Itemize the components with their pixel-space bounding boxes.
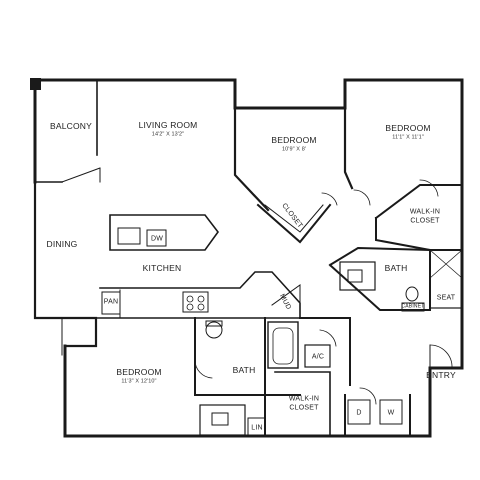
ac [304, 344, 331, 368]
bedroom-right-dim: 11'1" X 11'1" [392, 134, 424, 141]
washer [379, 399, 403, 425]
walkin-closet-wall [374, 184, 463, 220]
dining-label: DINING [46, 238, 78, 249]
vanity [339, 261, 376, 291]
toilet-bottom [205, 321, 223, 339]
bath-right-label: BATH [384, 262, 408, 273]
pan [101, 291, 121, 315]
bedroom-bottom-label: BEDROOM [116, 366, 162, 377]
tub [267, 321, 299, 369]
balcony-door [61, 167, 101, 183]
door-arc-3 [353, 189, 371, 206]
washer-label: W [387, 409, 395, 417]
hall-wall [299, 317, 351, 386]
lin [247, 417, 266, 437]
range [182, 291, 209, 313]
door-arc-7 [429, 344, 453, 369]
sink-right [347, 269, 363, 283]
kitchen-island [109, 214, 219, 251]
tub-area [429, 249, 463, 309]
entry-label: ENTRY [426, 369, 456, 380]
lin-label: LIN [251, 424, 263, 432]
bedroom-center-wall [233, 106, 270, 212]
kitchen-counter [95, 271, 301, 319]
tub-inner [272, 327, 294, 365]
toilet-tank [205, 320, 223, 327]
exterior-wall-left-lower [33, 180, 98, 348]
closet-inner [264, 204, 324, 233]
dryer-label: D [356, 409, 362, 417]
mud-box [271, 284, 301, 319]
balcony-label: BALCONY [49, 120, 93, 131]
door-arc-2 [419, 179, 439, 197]
burner [197, 303, 205, 311]
seat-cross [429, 249, 463, 279]
door-arc [321, 192, 338, 206]
walk-in-closet-bottom-label: WALK-IN CLOSET [288, 395, 320, 411]
dw-label: DW [150, 235, 164, 243]
bath-bottom-label: BATH [232, 364, 256, 375]
walk-in-closet-top-label: WALK-IN CLOSET [409, 208, 441, 224]
bedroom-center-label: BEDROOM [271, 134, 317, 145]
bedroom-center-right-wall [343, 106, 354, 190]
bath-divider [264, 317, 301, 396]
burner [186, 303, 194, 311]
walkin-bottom-wall [274, 371, 331, 437]
living-room-label: LIVING ROOM [138, 119, 198, 130]
dw-box [146, 229, 167, 247]
sink-bottom [211, 412, 229, 426]
island-sink [117, 227, 141, 245]
burner [186, 295, 194, 303]
laundry-wall [344, 394, 411, 437]
bedroom-right-label: BEDROOM [385, 122, 431, 133]
seat-label: SEAT [436, 294, 456, 302]
bedroom-center-dim: 10'9" X 8' [281, 146, 307, 153]
burner [197, 295, 205, 303]
door-arc-6 [359, 387, 377, 405]
bedroom-bottom-dim: 11'3" X 12'10" [121, 378, 157, 385]
kitchen-label: KITCHEN [142, 262, 182, 273]
column [30, 78, 41, 90]
bath-right-wall [328, 246, 431, 311]
ac-label: A/C [311, 353, 325, 361]
exterior-wall [33, 78, 464, 438]
pan-label: PAN [103, 298, 119, 306]
door-arc-5 [319, 329, 337, 347]
vanity-bottom [199, 404, 246, 436]
living-room-dim: 14'2" X 13'2" [151, 131, 185, 138]
closet-wall [256, 203, 332, 244]
door-arc-4 [194, 359, 213, 379]
cabinet [401, 302, 425, 312]
dryer [347, 399, 371, 425]
cabinet-label: CABINET [401, 303, 425, 310]
toilet-right [405, 286, 419, 302]
